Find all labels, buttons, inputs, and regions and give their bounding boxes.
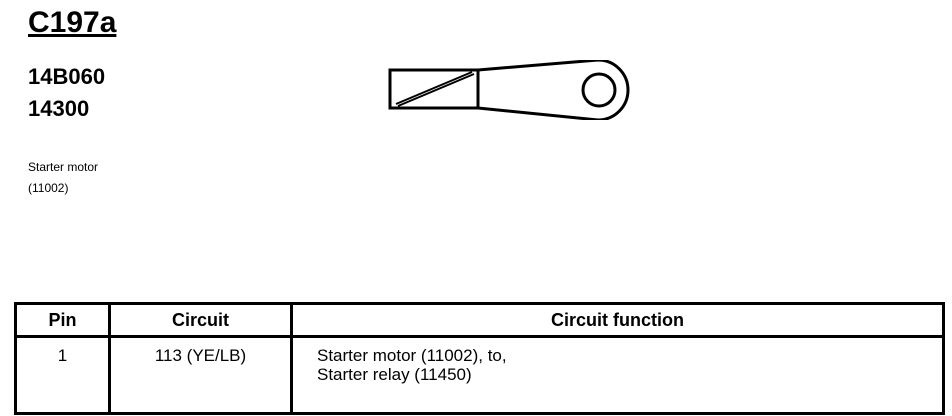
component-description: Starter motor (28, 160, 99, 174)
connector-id: C197a (28, 6, 117, 39)
header-circuit-function: Circuit function (290, 302, 945, 338)
part-number: 14B060 (28, 64, 106, 89)
circuit-cell: 113 (YE/LB) (108, 335, 293, 415)
ring-terminal-icon (388, 60, 630, 120)
pin-table: Pin Circuit Circuit function 1 113 (YE/L… (14, 302, 945, 415)
circuit-function-cell: Starter motor (11002), to, Starter relay… (290, 335, 945, 415)
header-circuit: Circuit (108, 302, 293, 338)
table-row: 1 113 (YE/LB) Starter motor (11002), to,… (14, 335, 945, 415)
pin-cell: 1 (14, 335, 111, 415)
header-pin: Pin (14, 302, 111, 338)
circuit-function-line: Starter relay (11450) (317, 365, 472, 384)
component-code: (11002) (28, 181, 69, 195)
part-number: 14300 (28, 96, 90, 121)
table-header-row: Pin Circuit Circuit function (14, 302, 945, 338)
circuit-function-line: Starter motor (11002), to, (317, 346, 507, 365)
